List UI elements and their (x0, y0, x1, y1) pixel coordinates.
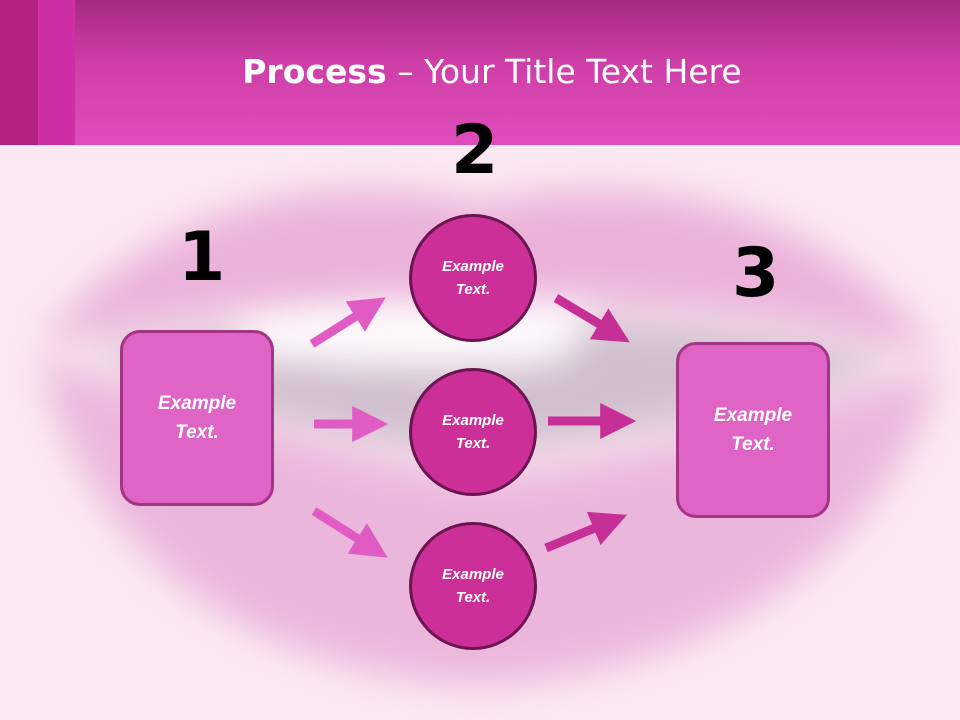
start-box: Example Text. (120, 330, 274, 506)
banner-accent-strip (0, 0, 38, 145)
circle-top-text: Example Text. (442, 258, 504, 298)
arrow-to-top (309, 297, 386, 348)
end-box: Example Text. (676, 342, 830, 518)
slide-title: Process – Your Title Text Here (0, 52, 960, 91)
start-box-text: Example Text. (157, 393, 237, 443)
circle-middle-text: Example Text. (442, 412, 504, 452)
arrow-from-top (553, 294, 630, 343)
arrow-to-bottom (311, 507, 388, 558)
step-number-2: 2 (451, 111, 499, 190)
title-banner (0, 0, 960, 145)
step-number-1: 1 (178, 218, 226, 297)
step-number-3: 3 (732, 234, 780, 313)
title-rest: – Your Title Text Here (386, 52, 742, 91)
circle-bottom-text: Example Text. (442, 566, 504, 606)
banner-accent-strip-light (38, 0, 75, 145)
title-bold: Process (242, 52, 387, 91)
circle-top: Example Text. (409, 214, 537, 342)
circle-bottom: Example Text. (409, 522, 537, 650)
arrow-from-bottom (544, 511, 627, 553)
circle-middle: Example Text. (409, 368, 537, 496)
end-box-text: Example Text. (713, 405, 793, 455)
